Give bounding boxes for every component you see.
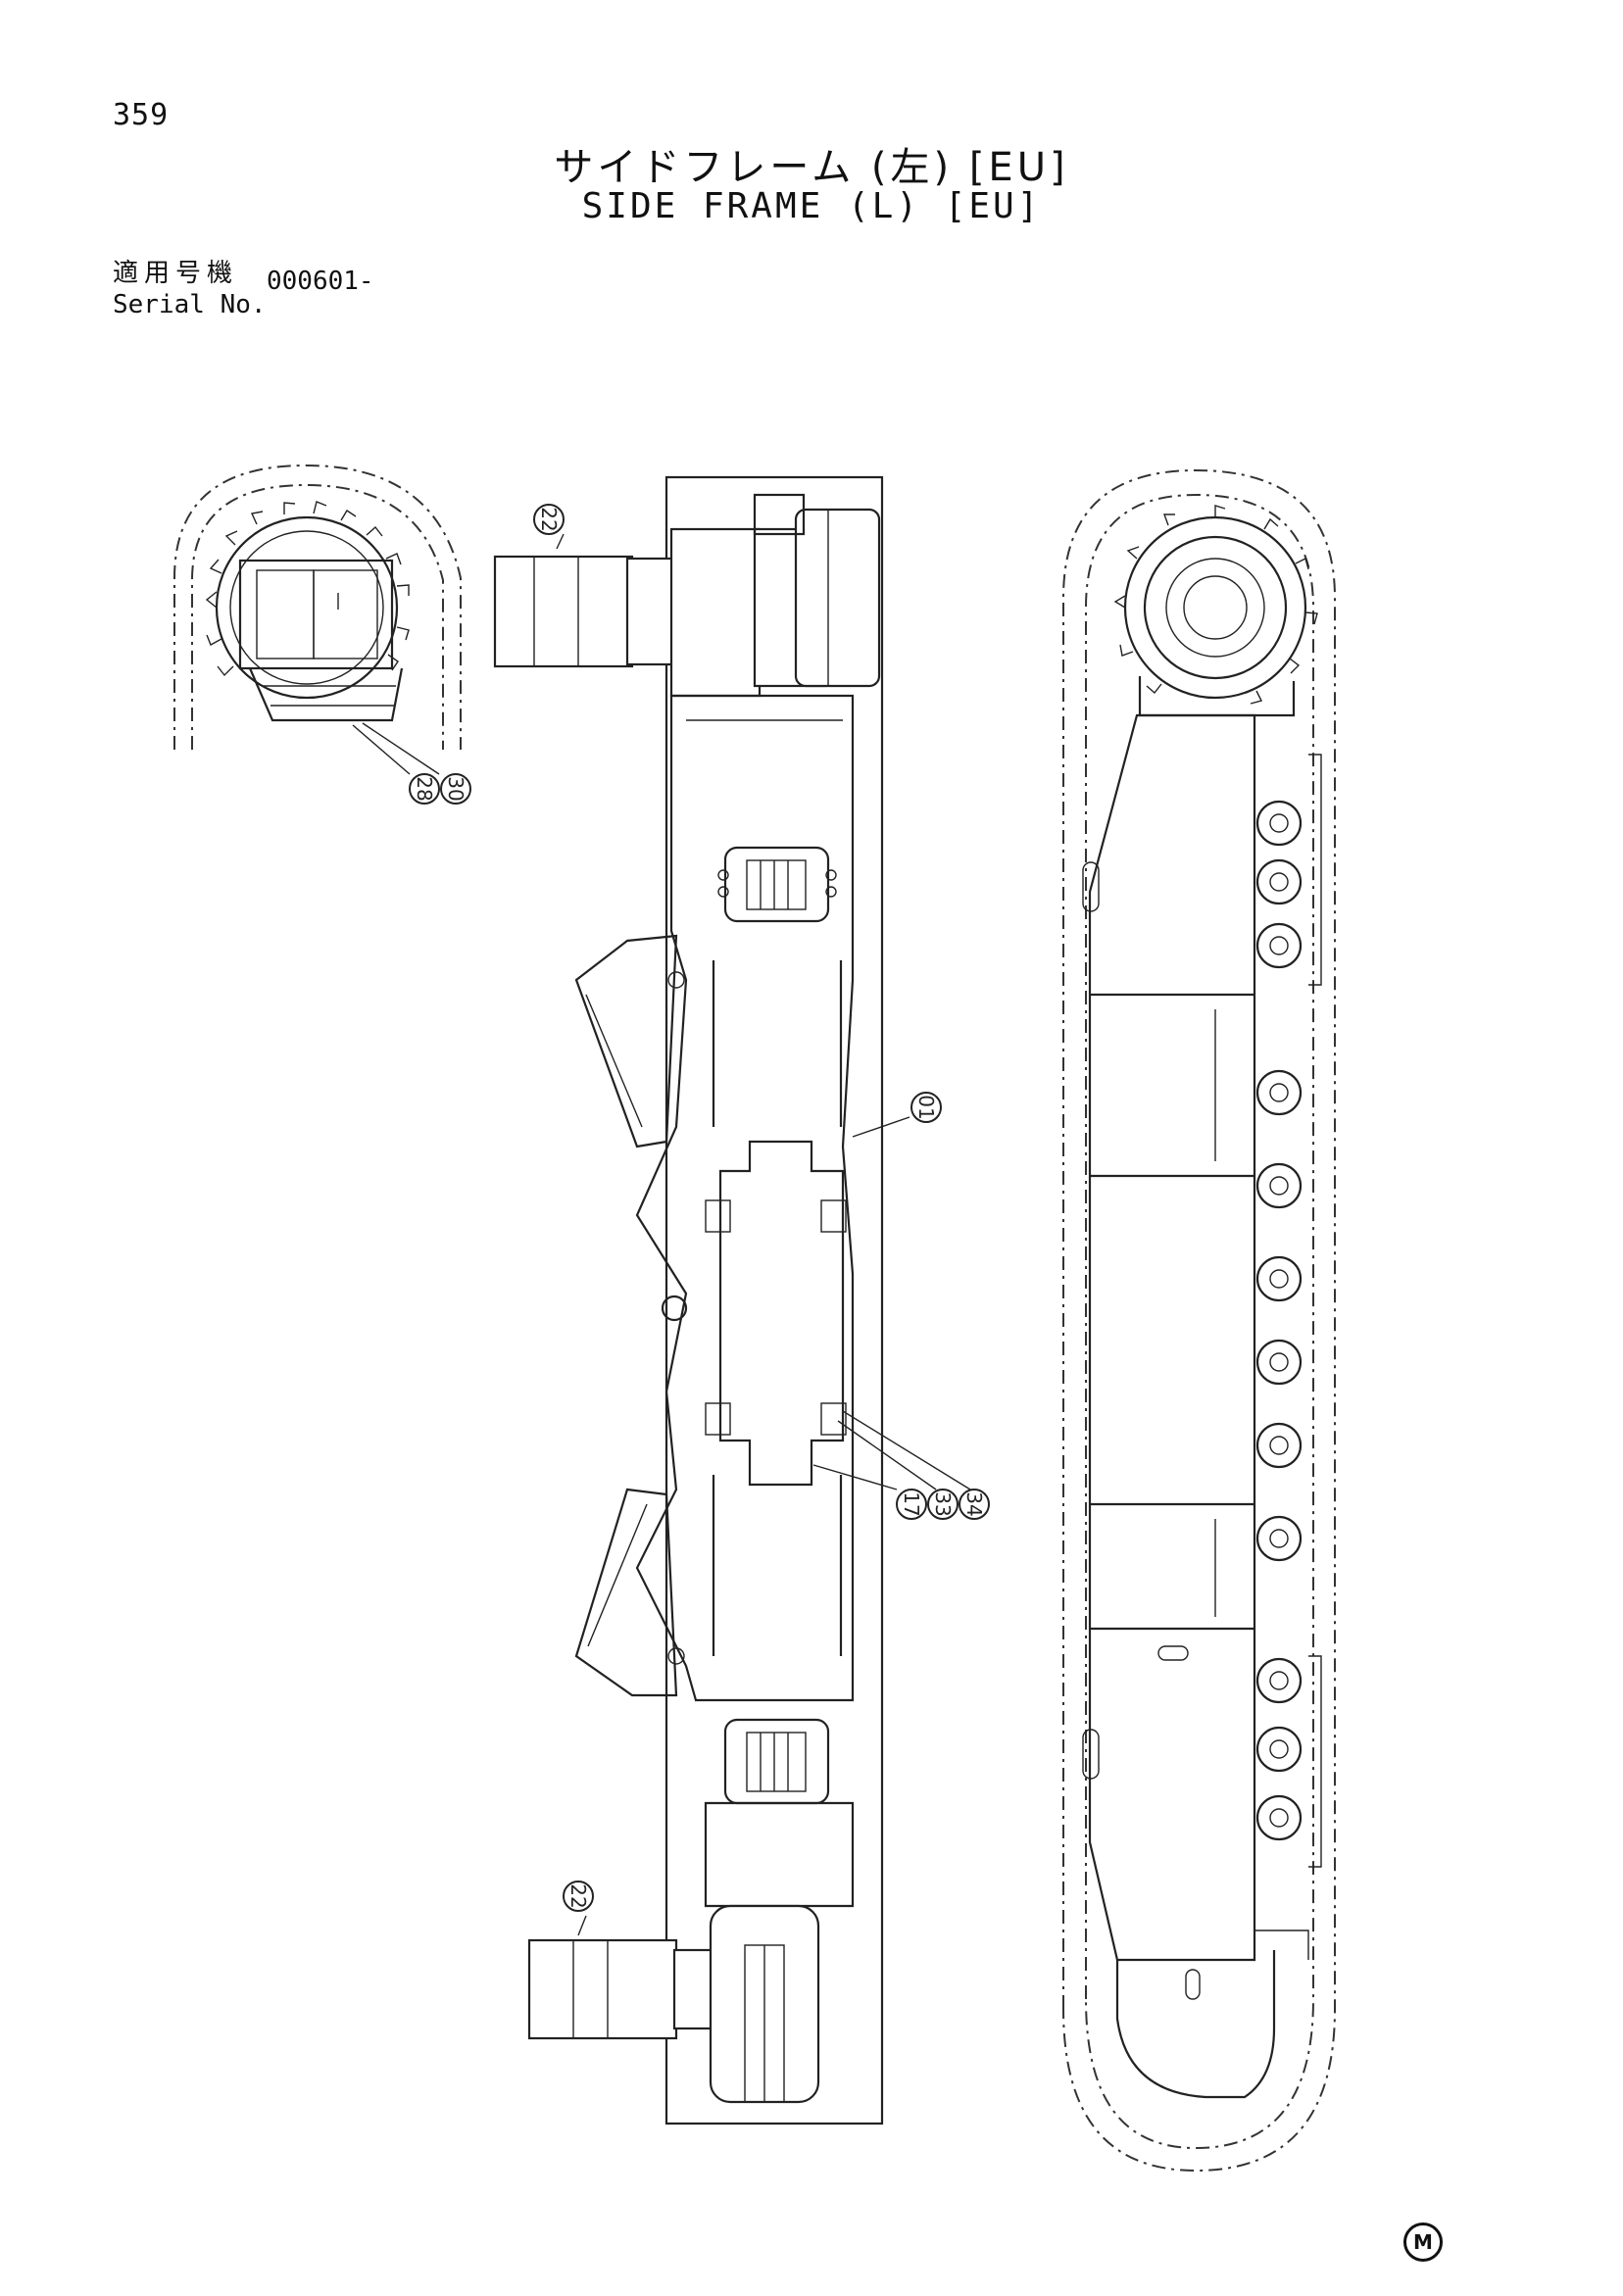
callout-34: 34 (842, 1410, 990, 1520)
sprocket-detail-view (173, 464, 462, 775)
callout-28: 28 (409, 773, 440, 805)
svg-text:22: 22 (566, 1883, 590, 1908)
title-japanese: サイドフレーム (左) [EU] (554, 145, 1069, 190)
svg-text:33: 33 (931, 1491, 955, 1516)
svg-text:22: 22 (537, 507, 561, 531)
svg-text:28: 28 (413, 776, 436, 801)
callout-33: 33 (837, 1420, 959, 1520)
svg-text:34: 34 (962, 1491, 986, 1516)
serial-number-value: 000601- (267, 267, 374, 296)
svg-text:17: 17 (900, 1491, 923, 1516)
callout-30: 30 (440, 773, 471, 805)
serial-label-japanese: 適用号機 (113, 259, 239, 288)
callout-01: 01 (852, 1092, 942, 1138)
side-frame-side-view (1062, 468, 1336, 2173)
callout-17: 17 (812, 1464, 927, 1520)
side-frame-top-view (493, 475, 884, 2125)
svg-text:30: 30 (444, 776, 467, 801)
title-english: SIDE FRAME (L) [EU] (581, 186, 1042, 226)
callout-22-lower: 22 (563, 1881, 594, 1936)
svg-text:01: 01 (914, 1095, 938, 1119)
callout-22-upper: 22 (533, 504, 565, 550)
maker-mark: M (1403, 2223, 1443, 2262)
page-number: 359 (113, 98, 170, 132)
serial-label-english: Serial No. (113, 290, 267, 319)
